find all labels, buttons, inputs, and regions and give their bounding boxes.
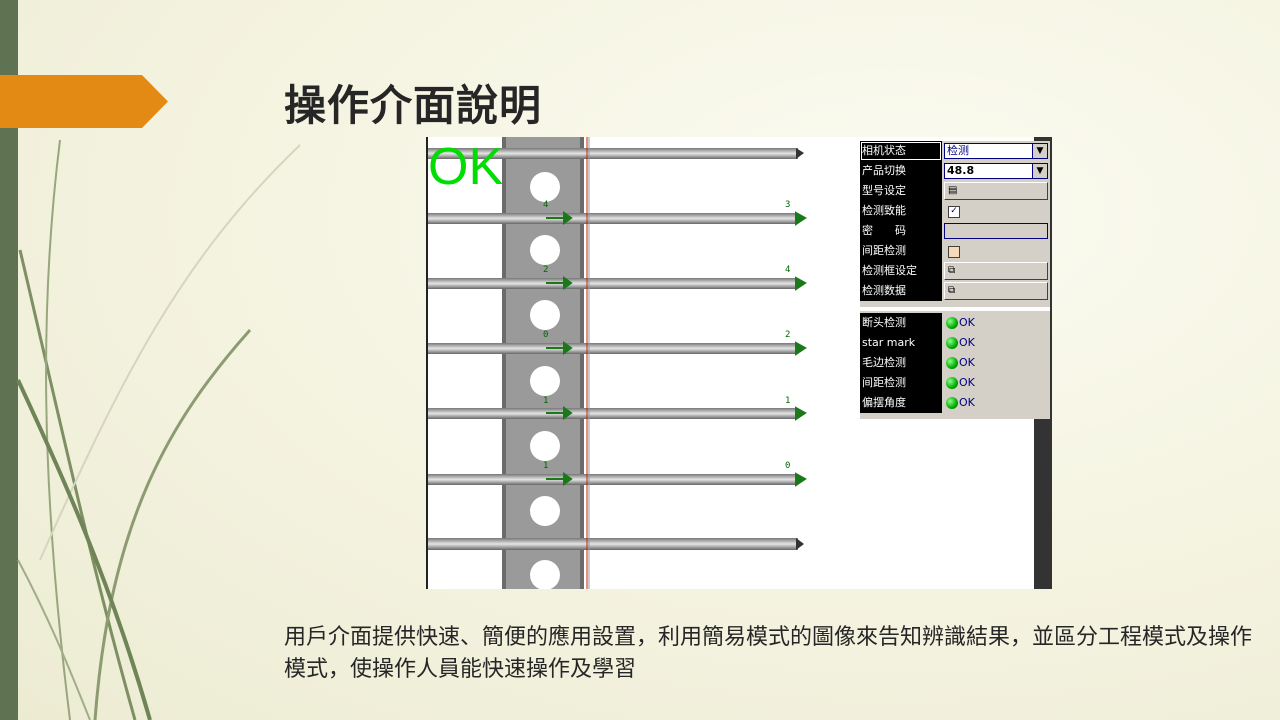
- product-switch-label: 产品切换: [860, 161, 942, 181]
- camera-status-value: 检测: [947, 144, 969, 157]
- password-label: 密 码: [860, 221, 942, 241]
- detect-data-row: 检测数据 ⧉: [860, 281, 1050, 301]
- camera-view: OK 4 2 0 1 1 3 4 2 1 0: [426, 137, 860, 589]
- right-marker: 2: [785, 330, 791, 340]
- chevron-down-icon[interactable]: ▼: [1032, 144, 1047, 158]
- status-indicator: OK: [946, 336, 975, 350]
- camera-status-select[interactable]: 检测 ▼: [944, 143, 1048, 159]
- model-setting-label: 型号设定: [860, 181, 942, 201]
- slide-left-bar: [0, 0, 18, 720]
- slide-title: 操作介面說明: [284, 81, 543, 130]
- windows-icon: ⧉: [948, 265, 956, 276]
- settings-panel: 相机状态 检测 ▼ 产品切换 48.8 ▼ 型号设定 ▤ 检测致能 ✓ 密 码: [860, 141, 1050, 419]
- status-text: OK: [959, 396, 975, 409]
- status-row: 偏摆角度 OK: [860, 393, 1050, 413]
- product-switch-select[interactable]: 48.8 ▼: [944, 163, 1048, 179]
- title-accent-tab: [0, 75, 168, 128]
- inspection-software-screenshot: OK 4 2 0 1 1 3 4 2 1 0 相机状态 检测 ▼ 产品切换 48…: [426, 137, 1052, 589]
- status-led-icon: [946, 317, 958, 329]
- status-text: OK: [959, 336, 975, 349]
- status-indicator: OK: [946, 316, 975, 330]
- status-text: OK: [959, 356, 975, 369]
- status-row: 间距检测 OK: [860, 373, 1050, 393]
- spacing-check-label: 间距检测: [860, 241, 942, 261]
- slide-caption: 用戶介面提供快速、簡便的應用設置，利用簡易模式的圖像來告知辨識結果，並區分工程模…: [284, 625, 1253, 682]
- status-label: 偏摆角度: [860, 393, 942, 413]
- detect-data-button[interactable]: ⧉: [944, 282, 1048, 300]
- status-led-icon: [946, 357, 958, 369]
- panel-divider: [860, 307, 1050, 311]
- left-marker: 0: [543, 330, 549, 340]
- inspection-result-ok: OK: [428, 138, 504, 196]
- status-label: 断头检测: [860, 313, 942, 333]
- status-indicator: OK: [946, 376, 975, 390]
- status-text: OK: [959, 376, 975, 389]
- status-indicator: OK: [946, 396, 975, 410]
- status-row: 断头检测 OK: [860, 313, 1050, 333]
- status-led-icon: [946, 377, 958, 389]
- right-marker: 4: [785, 265, 791, 275]
- status-indicator: OK: [946, 356, 975, 370]
- status-row: star mark OK: [860, 333, 1050, 353]
- spacing-check-checkbox[interactable]: [948, 246, 960, 258]
- chevron-down-icon[interactable]: ▼: [1032, 164, 1047, 178]
- status-led-icon: [946, 337, 958, 349]
- status-row: 毛边检测 OK: [860, 353, 1050, 373]
- detect-enable-row: 检测致能 ✓: [860, 201, 1050, 221]
- detect-enable-label: 检测致能: [860, 201, 942, 221]
- detect-box-setting-label: 检测框设定: [860, 261, 942, 281]
- left-marker: 1: [543, 461, 549, 471]
- status-led-icon: [946, 397, 958, 409]
- camera-status-label: 相机状态: [860, 141, 942, 161]
- product-switch-row: 产品切换 48.8 ▼: [860, 161, 1050, 181]
- password-field[interactable]: [944, 223, 1048, 239]
- status-label: star mark: [860, 333, 942, 353]
- password-row: 密 码: [860, 221, 1050, 241]
- windows-icon: ⧉: [948, 285, 956, 296]
- camera-status-row: 相机状态 检测 ▼: [860, 141, 1050, 161]
- left-marker: 4: [543, 200, 549, 210]
- camera-image: [426, 137, 807, 589]
- left-marker: 2: [543, 265, 549, 275]
- decorative-grass-lines: [16, 139, 301, 720]
- detect-box-setting-button[interactable]: ⧉: [944, 262, 1048, 280]
- detect-data-label: 检测数据: [860, 281, 942, 301]
- detect-box-setting-row: 检测框设定 ⧉: [860, 261, 1050, 281]
- left-marker: 1: [543, 396, 549, 406]
- detect-enable-checkbox[interactable]: ✓: [948, 206, 960, 218]
- model-setting-row: 型号设定 ▤: [860, 181, 1050, 201]
- product-switch-value: 48.8: [947, 164, 975, 177]
- model-setting-button[interactable]: ▤: [944, 182, 1048, 200]
- status-label: 间距检测: [860, 373, 942, 393]
- right-marker: 0: [785, 461, 791, 471]
- save-icon: ▤: [948, 185, 958, 196]
- status-text: OK: [959, 316, 975, 329]
- spacing-check-row: 间距检测: [860, 241, 1050, 261]
- status-label: 毛边检测: [860, 353, 942, 373]
- right-marker: 3: [785, 200, 791, 210]
- right-marker: 1: [785, 396, 791, 406]
